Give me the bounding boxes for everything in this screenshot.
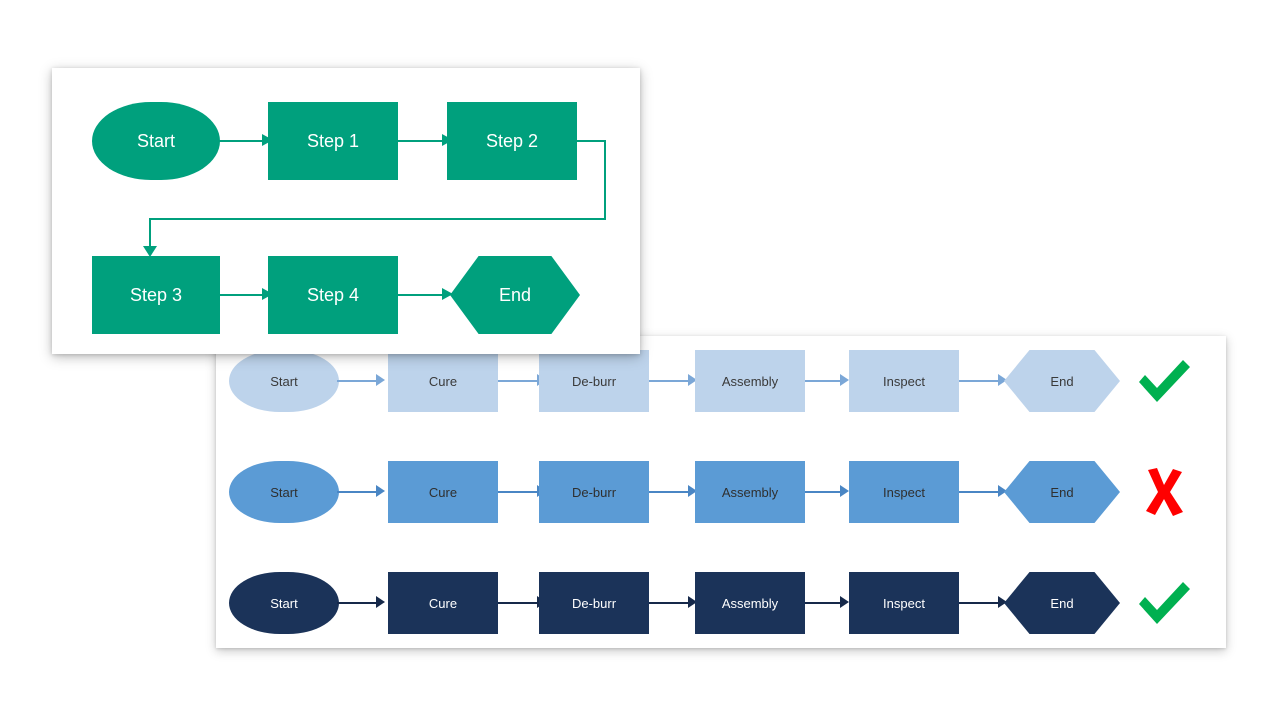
- status-badge-cross: [1131, 459, 1197, 525]
- node-start[interactable]: Start: [92, 102, 220, 180]
- node-end[interactable]: End: [1004, 461, 1120, 523]
- connector-line: [805, 491, 843, 493]
- connector-arrowhead: [376, 485, 385, 497]
- process-row-dark[interactable]: Start Cure De-burr Assembly Inspect End: [216, 564, 1226, 644]
- process-row-light[interactable]: Start Cure De-burr Assembly Inspect End: [216, 342, 1226, 422]
- connector-arrowhead: [998, 596, 1007, 608]
- connector-arrowhead: [376, 374, 385, 386]
- connector-line: [218, 294, 266, 296]
- node-assembly[interactable]: Assembly: [695, 350, 805, 412]
- connector-line: [959, 380, 1001, 382]
- node-end[interactable]: End: [1004, 572, 1120, 634]
- connector-arrowhead: [262, 134, 273, 146]
- connector-line: [805, 380, 843, 382]
- loop-connector-segment-v1: [604, 140, 606, 220]
- connector-arrowhead: [688, 596, 697, 608]
- process-variants-card: Start Cure De-burr Assembly Inspect End: [216, 336, 1226, 648]
- connector-line: [337, 380, 379, 382]
- connector-line: [649, 491, 691, 493]
- connector-line: [498, 380, 540, 382]
- node-assembly[interactable]: Assembly: [695, 461, 805, 523]
- node-start[interactable]: Start: [229, 350, 339, 412]
- status-badge-check: [1131, 570, 1197, 636]
- node-end[interactable]: End: [450, 256, 580, 334]
- connector-line: [805, 602, 843, 604]
- connector-arrowhead: [840, 374, 849, 386]
- node-deburr[interactable]: De-burr: [539, 350, 649, 412]
- node-end[interactable]: End: [1004, 350, 1120, 412]
- node-inspect[interactable]: Inspect: [849, 572, 959, 634]
- node-assembly[interactable]: Assembly: [695, 572, 805, 634]
- node-inspect[interactable]: Inspect: [849, 461, 959, 523]
- connector-arrowhead: [840, 596, 849, 608]
- connector-arrowhead: [688, 374, 697, 386]
- loop-connector-segment-h1: [577, 140, 606, 142]
- node-cure[interactable]: Cure: [388, 350, 498, 412]
- connector-line: [398, 140, 446, 142]
- connector-arrowhead: [442, 288, 453, 300]
- node-deburr[interactable]: De-burr: [539, 572, 649, 634]
- loop-connector-segment-v2: [149, 218, 151, 249]
- node-step-1[interactable]: Step 1: [268, 102, 398, 180]
- connector-line: [649, 602, 691, 604]
- connector-line: [649, 380, 691, 382]
- connector-line: [218, 140, 266, 142]
- node-step-4[interactable]: Step 4: [268, 256, 398, 334]
- status-badge-check: [1131, 348, 1197, 414]
- connector-arrowhead: [376, 596, 385, 608]
- loop-connector-arrowhead: [143, 246, 157, 257]
- connector-line: [959, 602, 1001, 604]
- connector-line: [398, 294, 446, 296]
- connector-line: [498, 602, 540, 604]
- node-start[interactable]: Start: [229, 572, 339, 634]
- connector-arrowhead: [998, 374, 1007, 386]
- loop-connector-segment-h2: [149, 218, 606, 220]
- connector-line: [337, 602, 379, 604]
- connector-arrowhead: [998, 485, 1007, 497]
- node-cure[interactable]: Cure: [388, 572, 498, 634]
- node-cure[interactable]: Cure: [388, 461, 498, 523]
- connector-line: [959, 491, 1001, 493]
- green-flowchart-card: Start Step 1 Step 2 Step 3 Step 4 End: [52, 68, 640, 354]
- node-inspect[interactable]: Inspect: [849, 350, 959, 412]
- node-start[interactable]: Start: [229, 461, 339, 523]
- node-step-2[interactable]: Step 2: [447, 102, 577, 180]
- connector-line: [337, 491, 379, 493]
- connector-arrowhead: [688, 485, 697, 497]
- node-deburr[interactable]: De-burr: [539, 461, 649, 523]
- process-row-mid[interactable]: Start Cure De-burr Assembly Inspect End: [216, 453, 1226, 533]
- connector-arrowhead: [262, 288, 273, 300]
- node-step-3[interactable]: Step 3: [92, 256, 220, 334]
- connector-arrowhead: [840, 485, 849, 497]
- connector-line: [498, 491, 540, 493]
